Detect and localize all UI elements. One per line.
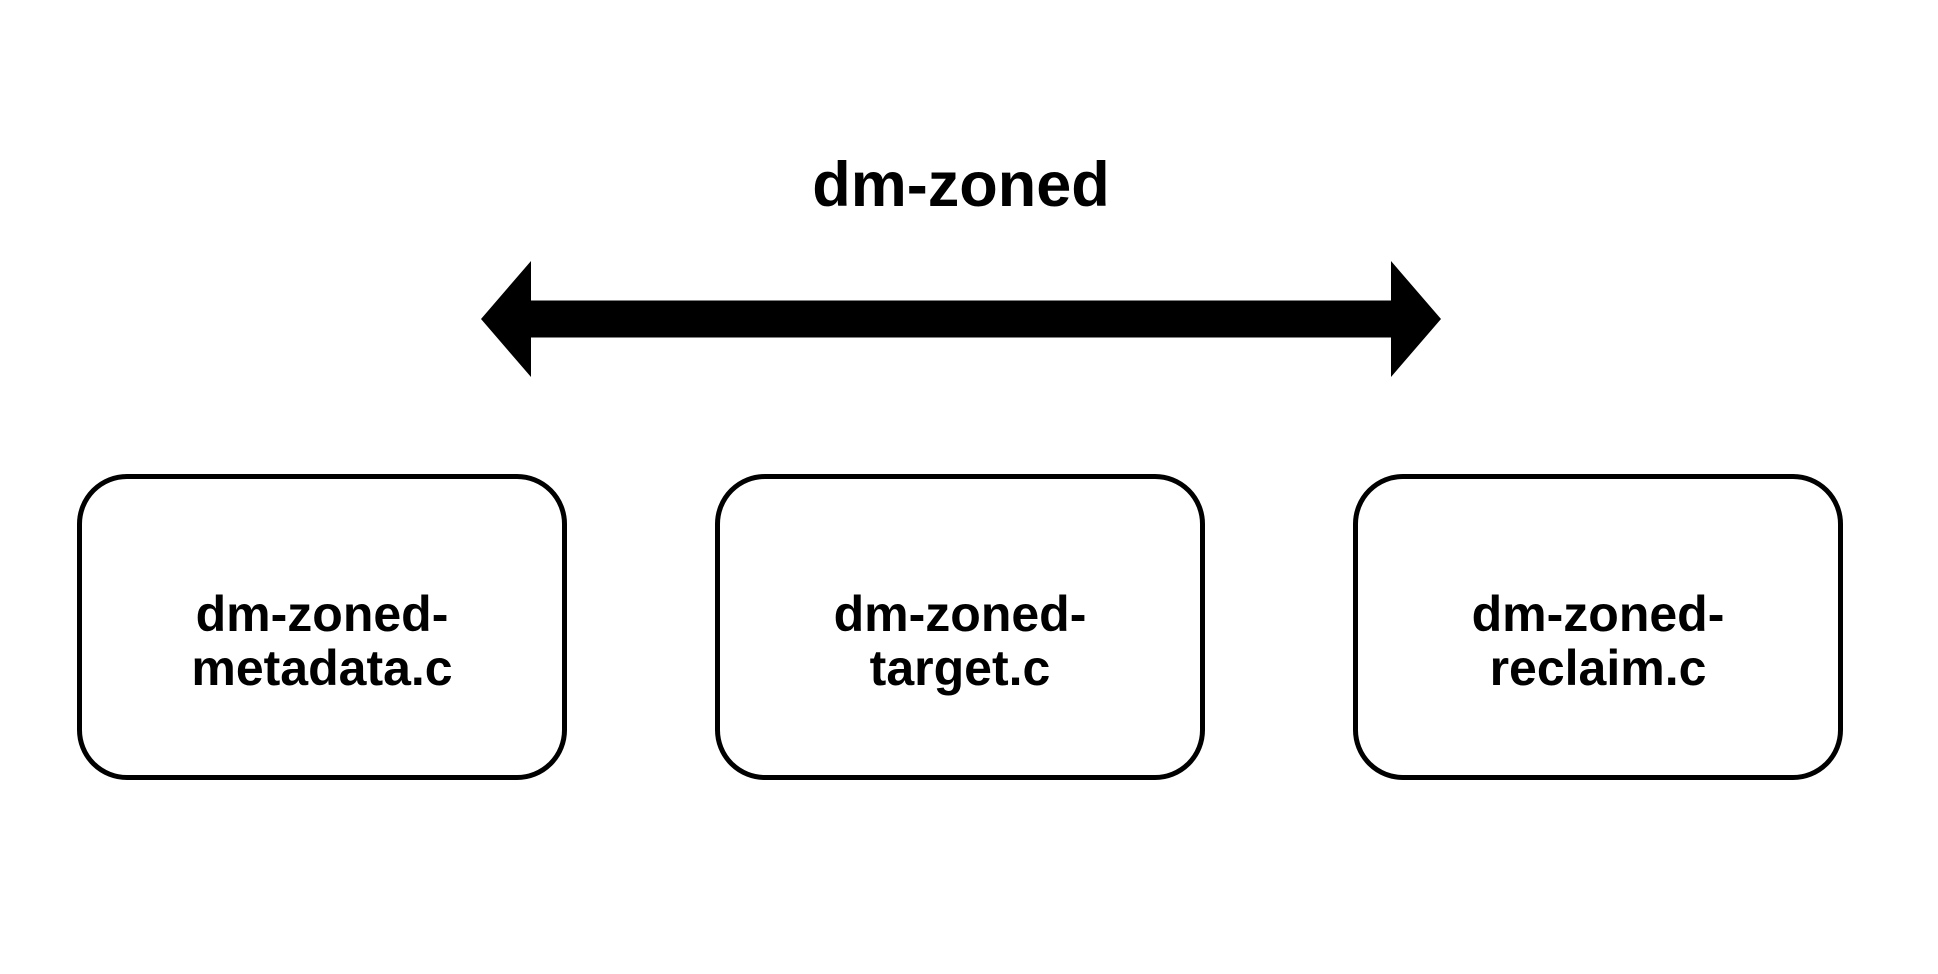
- double-headed-arrow-shape: [481, 261, 1441, 377]
- double-headed-arrow: [481, 261, 1441, 377]
- node-label-metadata-line2: metadata.c: [191, 640, 453, 696]
- node-label-target-line1: dm-zoned-: [833, 586, 1087, 642]
- node-box-metadata: dm-zoned- metadata.c: [77, 474, 567, 780]
- node-label-metadata: dm-zoned- metadata.c: [191, 587, 452, 695]
- node-box-reclaim: dm-zoned- reclaim.c: [1353, 474, 1843, 780]
- diagram-title: dm-zoned: [812, 150, 1110, 220]
- node-label-metadata-line1: dm-zoned-: [195, 586, 449, 642]
- node-label-reclaim-line2: reclaim.c: [1489, 640, 1707, 696]
- node-label-target-line2: target.c: [869, 640, 1051, 696]
- node-label-target: dm-zoned- target.c: [834, 587, 1087, 695]
- node-box-target: dm-zoned- target.c: [715, 474, 1205, 780]
- node-label-reclaim-line1: dm-zoned-: [1471, 586, 1725, 642]
- node-label-reclaim: dm-zoned- reclaim.c: [1472, 587, 1725, 695]
